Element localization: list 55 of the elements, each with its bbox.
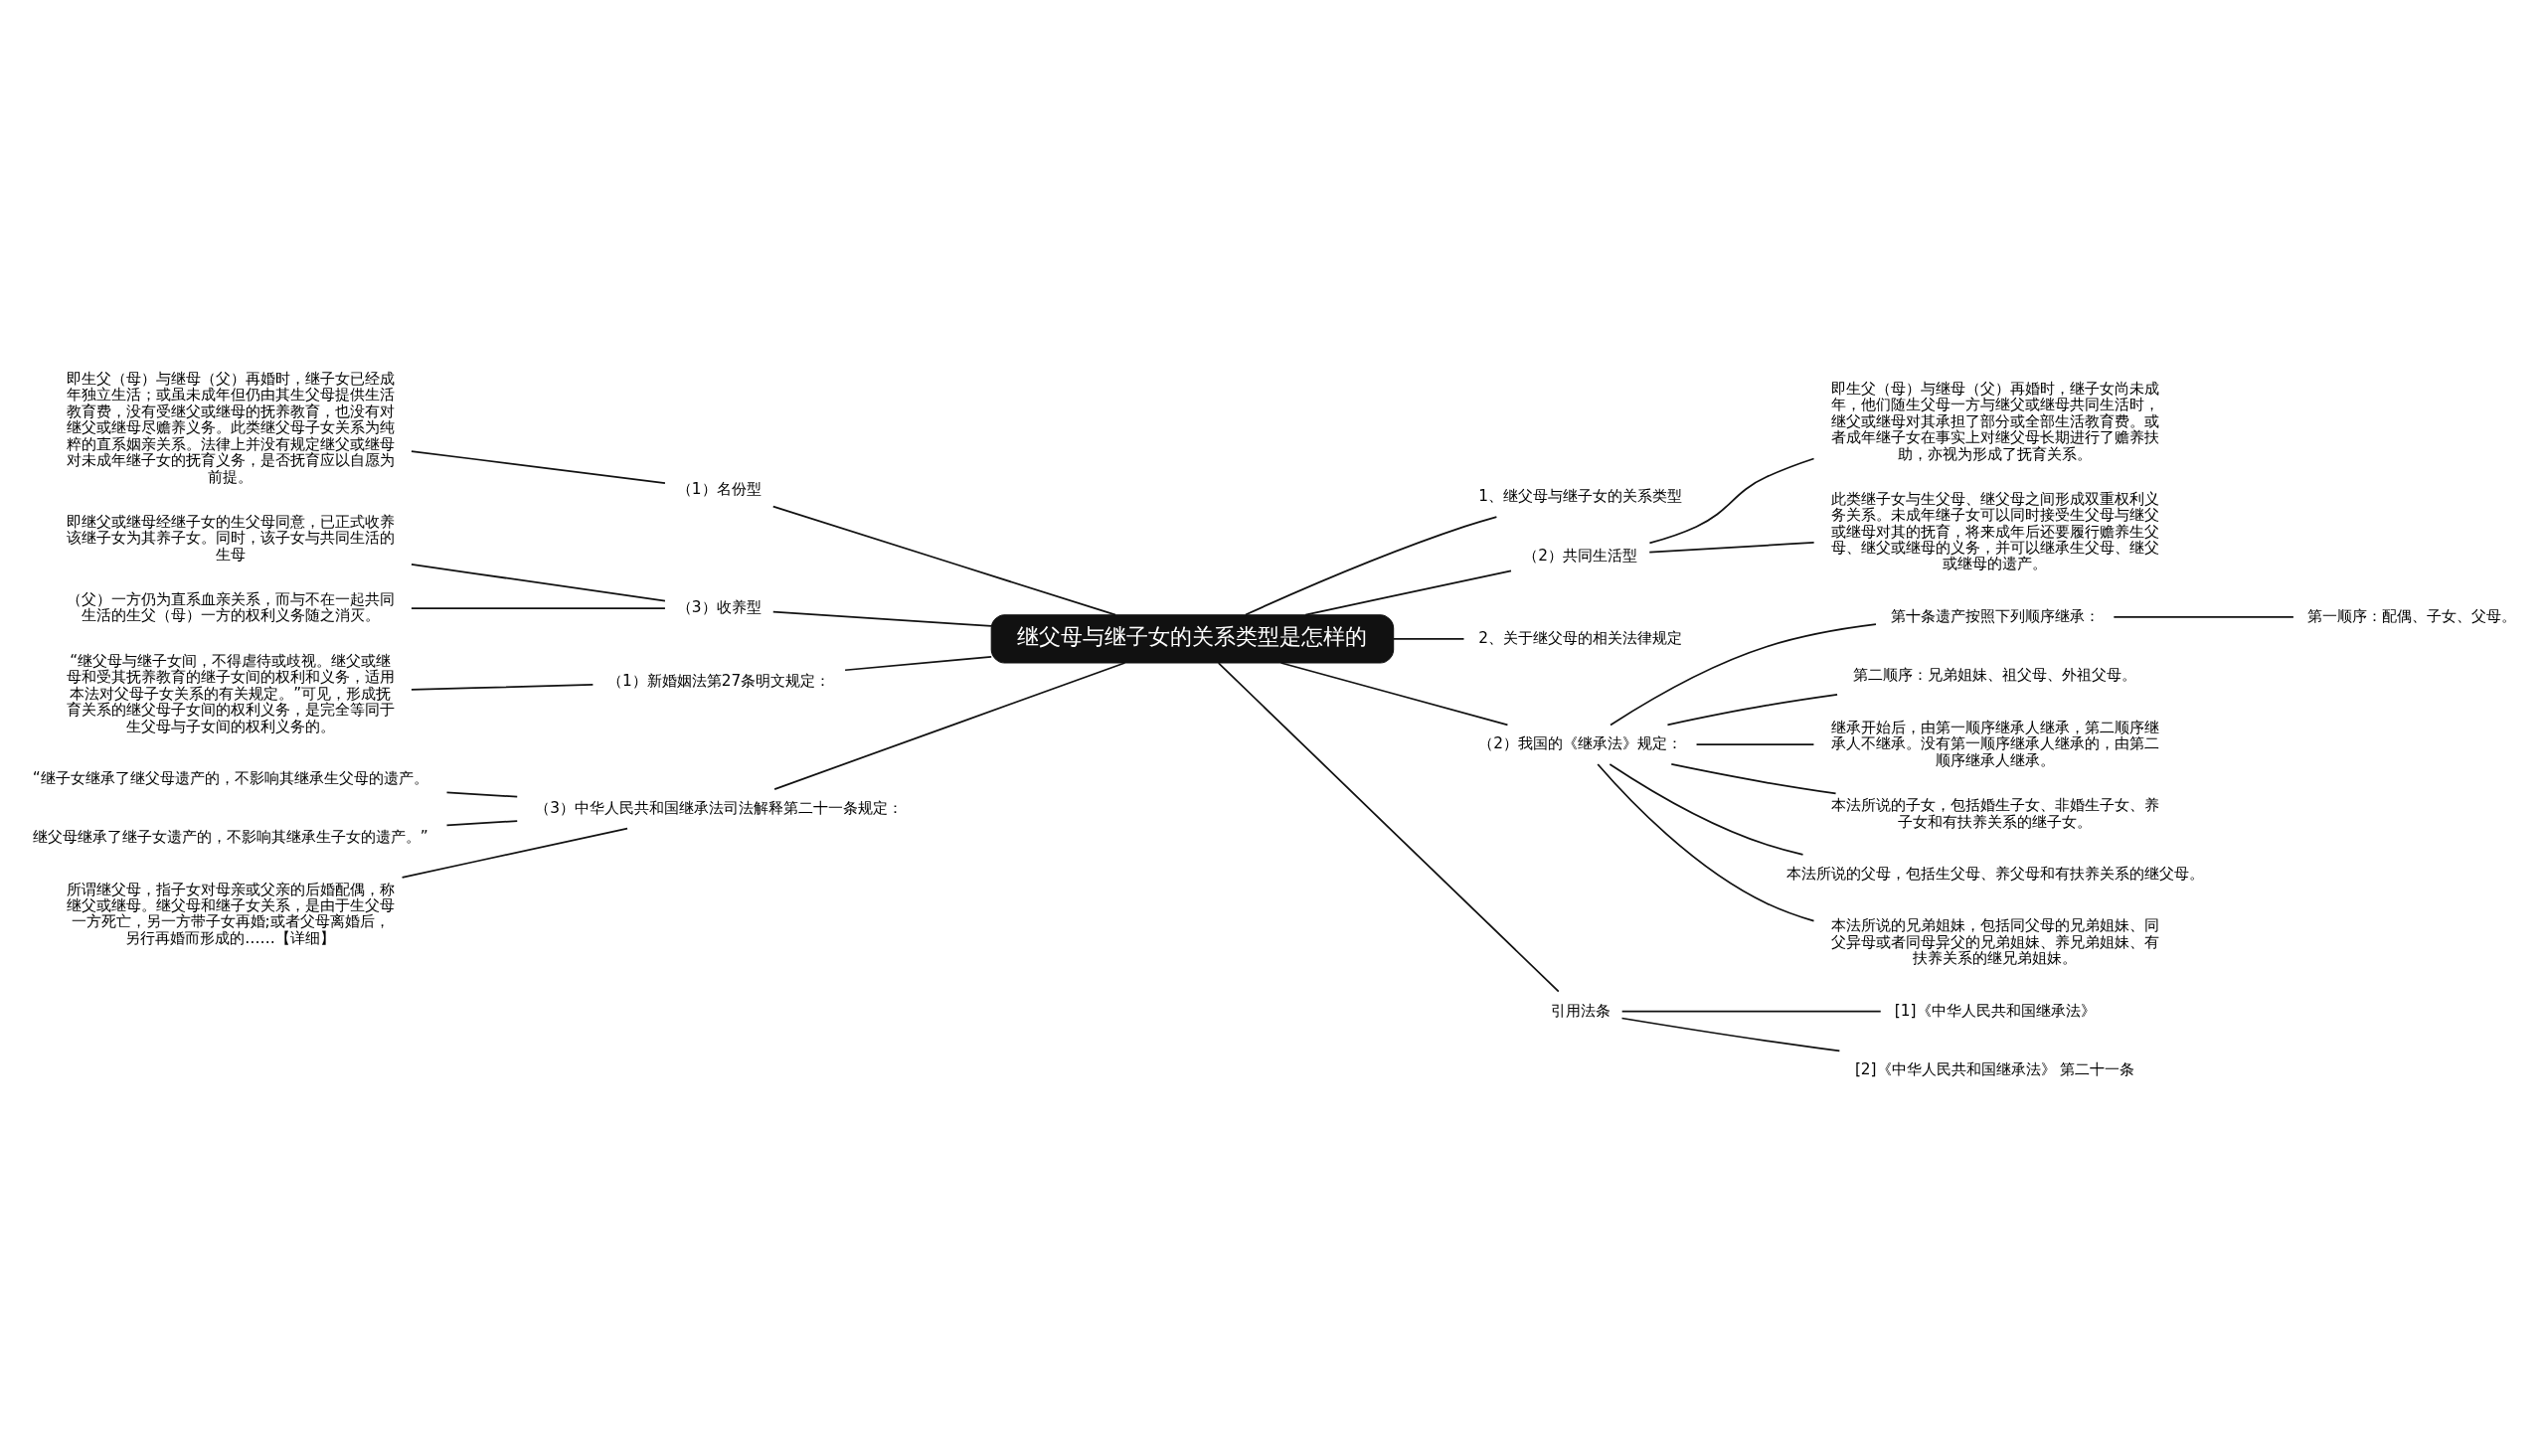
connector [771, 505, 1116, 616]
connector [445, 790, 519, 797]
node-text: 本法所说的父母，包括生父母、养父母和有扶养关系的继父母。 [1785, 864, 2204, 883]
node-text: “继父母与继子女间，不得虐待或歧视。继父或继母和受其抚养教育的继子女间的权利和义务，适用本法对父母子女关系的有关规定。”可见，形成抚育关系的继父母子女间的权利义务，是完全等同于生父母与子女间的权利义务的。 [66, 651, 395, 735]
node-text: 继父母继承了继子女遗产的，不影响其继承生子女的遗产。” [32, 827, 428, 846]
connector [2113, 615, 2294, 618]
node-text: 所谓继父母，指子女对母亲或父亲的后婚配偶，称继父或继母。继父母和继子女关系，是由于生父母一方死亡，另一方带子女再婚;或者父母离婚后，另行再婚而形成的……【详细】 [66, 880, 395, 947]
node-text: （3）收养型 [676, 597, 762, 616]
connector [411, 606, 666, 609]
connector [1304, 568, 1512, 616]
node-text: [1]《中华人民共和国继承法》 [1894, 1001, 2096, 1020]
connector [411, 449, 666, 484]
connector [1217, 661, 1560, 993]
node-text: “继子女继承了继父母遗产的，不影响其继承生父母的遗产。 [32, 768, 428, 787]
connector [411, 563, 666, 601]
node-text: （2）共同生活型 [1523, 546, 1638, 565]
connector [1597, 762, 1815, 922]
connector [844, 655, 993, 671]
connector [445, 819, 519, 826]
connector [1670, 762, 1837, 794]
node-text: （3）中华人民共和国继承法司法解释第二十一条规定： [535, 798, 904, 817]
node-text: 第十条遗产按照下列顺序继承： [1890, 606, 2100, 625]
node-text: （1）名份型 [676, 479, 762, 498]
node-text: 第一顺序：配偶、子女、父母。 [2307, 606, 2517, 625]
connector [1620, 1017, 1841, 1052]
node-box: 继父母与继子女的关系类型是怎样的 [990, 613, 1395, 663]
connector [1279, 661, 1509, 726]
connector [1620, 1010, 1882, 1013]
connector [1666, 693, 1838, 726]
node-text: 本法所说的子女，包括婚生子女、非婚生子女、养子女和有扶养关系的继子女。 [1830, 795, 2159, 831]
node-text: （父）一方仍为直系血亲关系，而与不在一起共同生活的生父（母）一方的权利义务随之消灭。 [66, 589, 395, 624]
node-text: [2]《中华人民共和国继承法》 第二十一条 [1854, 1059, 2135, 1078]
node-text: 第二顺序：兄弟姐妹、祖父母、外祖父母。 [1853, 665, 2137, 684]
node-text: （1）新婚姻法第27条明文规定： [607, 671, 831, 690]
connector [1695, 742, 1815, 745]
connector [1393, 637, 1465, 640]
node-text: 1、继父母与继子女的关系类型 [1478, 486, 1683, 505]
node-text: 即生父（母）与继母（父）再婚时，继子女已经成年独立生活；或虽未成年但仍由其生父母提供生活教育费，没有受继父或继母的抚养教育，也没有对继父或继母尽赡养义务。此类继父母子女关系为纯粹的直系姻亲关系。法律上并没有规定继父或继母对未成年继子女的抚育义务，是否抚育应以自愿为前提。 [66, 369, 395, 486]
node-text: 继承开始后，由第一顺序继承人继承，第二顺序继承人不继承。没有第一顺序继承人继承的，由第二顺序继承人继承。 [1830, 718, 2159, 769]
node-text: 即继父或继母经继子女的生父母同意，已正式收养该继子女为其养子女。同时，该子女与共同生活的生母 [66, 512, 395, 564]
node-text: 此类继子女与生父母、继父母之间形成双重权利义务关系。未成年继子女可以同时接受生父母与继父或继母对其的抚育，将来成年后还要履行赡养生父母、继父或继母的义务，并可以继承生父母、继父或继母的遗产。 [1830, 489, 2159, 572]
connector [771, 610, 992, 627]
connector [411, 683, 594, 691]
connector [1609, 762, 1804, 856]
connector [1648, 457, 1815, 544]
node-text: 2、关于继父母的相关法律规定 [1478, 628, 1683, 647]
connector [1245, 515, 1498, 615]
node-text: （2）我国的《继承法》规定： [1478, 733, 1683, 752]
connector [1648, 541, 1815, 553]
connector [773, 661, 1126, 790]
connector [1610, 622, 1877, 726]
node-text: 即生父（母）与继母（父）再婚时，继子女尚未成年，他们随生父母一方与继父或继母共同生活时，继父或继母对其承担了部分或全部生活教育费。或者成年继子女在事实上对继父母长期进行了赡养扶助，亦视为形成了抚育关系。 [1830, 379, 2159, 463]
node-text: 本法所说的兄弟姐妹，包括同父母的兄弟姐妹、同父异母或者同母异父的兄弟姐妹、养兄弟姐妹、有扶养关系的继兄弟姐妹。 [1830, 915, 2159, 967]
connector [401, 827, 628, 879]
node-text: 引用法条 [1550, 1001, 1611, 1020]
